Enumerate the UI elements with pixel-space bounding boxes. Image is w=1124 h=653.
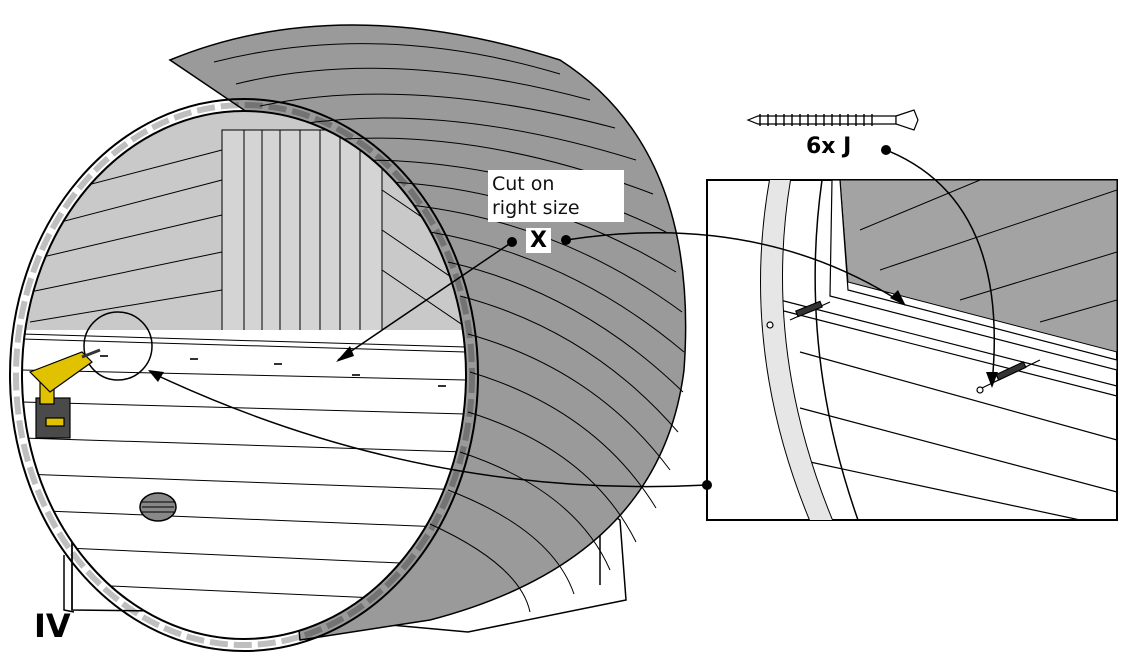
- vent-icon: [139, 492, 177, 522]
- cut-note-line1: Cut on: [492, 173, 555, 195]
- step-number: IV: [34, 607, 71, 645]
- cordless-drill-icon: [28, 348, 101, 439]
- screw-j-icon: [746, 109, 919, 131]
- part-x-label: X: [526, 228, 551, 253]
- barrel-interior: [22, 111, 466, 639]
- arrowheads: [148, 290, 998, 388]
- cut-note: Cut on right size: [488, 170, 624, 222]
- barrel-front-ring: [9, 98, 479, 652]
- cut-note-line2: right size: [492, 197, 580, 219]
- screw-quantity-label: 6x J: [804, 134, 854, 159]
- detail-view: [706, 179, 1118, 521]
- leader-lines: [149, 149, 995, 488]
- magnifier-circle: [83, 311, 153, 381]
- leader-dots: [507, 145, 891, 490]
